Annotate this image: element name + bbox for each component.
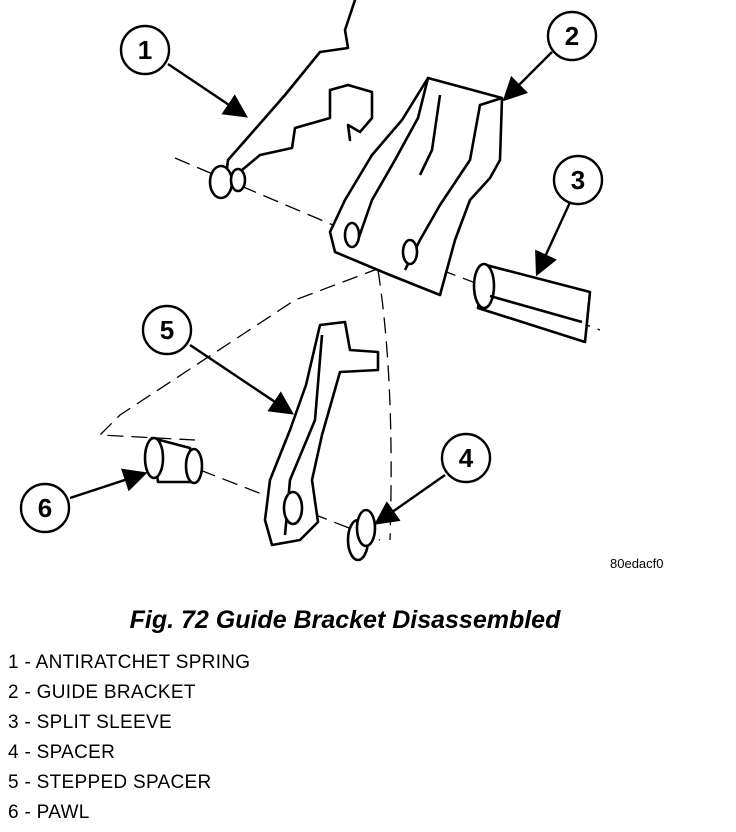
callout-2: 2 (546, 10, 598, 62)
legend-item: 3 - SPLIT SLEEVE (8, 712, 172, 733)
guide-bracket-part (328, 76, 504, 297)
pawl-part (143, 436, 204, 485)
stepped-spacer-part (263, 320, 380, 547)
legend-item: 2 - GUIDE BRACKET (8, 682, 196, 703)
spacer-part (346, 508, 377, 562)
parts-legend: 1 - ANTIRATCHET SPRING 2 - GUIDE BRACKET… (8, 648, 250, 828)
legend-item: 1 - ANTIRATCHET SPRING (8, 652, 251, 673)
image-code-label: 80edacf0 (610, 556, 664, 571)
callout-number: 4 (459, 443, 474, 473)
antiratchet-spring-part (208, 0, 374, 200)
legend-item: 6 - PAWL (8, 802, 90, 823)
callout-1: 1 (119, 24, 171, 76)
callout-number: 3 (571, 165, 585, 195)
callout-number: 6 (38, 493, 52, 523)
callout-4: 4 (440, 432, 492, 484)
callout-5: 5 (141, 304, 193, 356)
callout-number: 5 (160, 315, 174, 345)
exploded-parts-diagram: 1 2 3 4 5 6 (19, 0, 604, 562)
legend-item: 5 - STEPPED SPACER (8, 772, 212, 793)
callout-number: 1 (138, 35, 152, 65)
callout-leaders (69, 51, 574, 525)
split-sleeve-part (472, 262, 592, 344)
callout-6: 6 (19, 482, 71, 534)
callout-3: 3 (552, 154, 604, 206)
callout-number: 2 (565, 21, 579, 51)
legend-item: 4 - SPACER (8, 742, 116, 763)
figure-caption: Fig. 72 Guide Bracket Disassembled (129, 606, 561, 634)
